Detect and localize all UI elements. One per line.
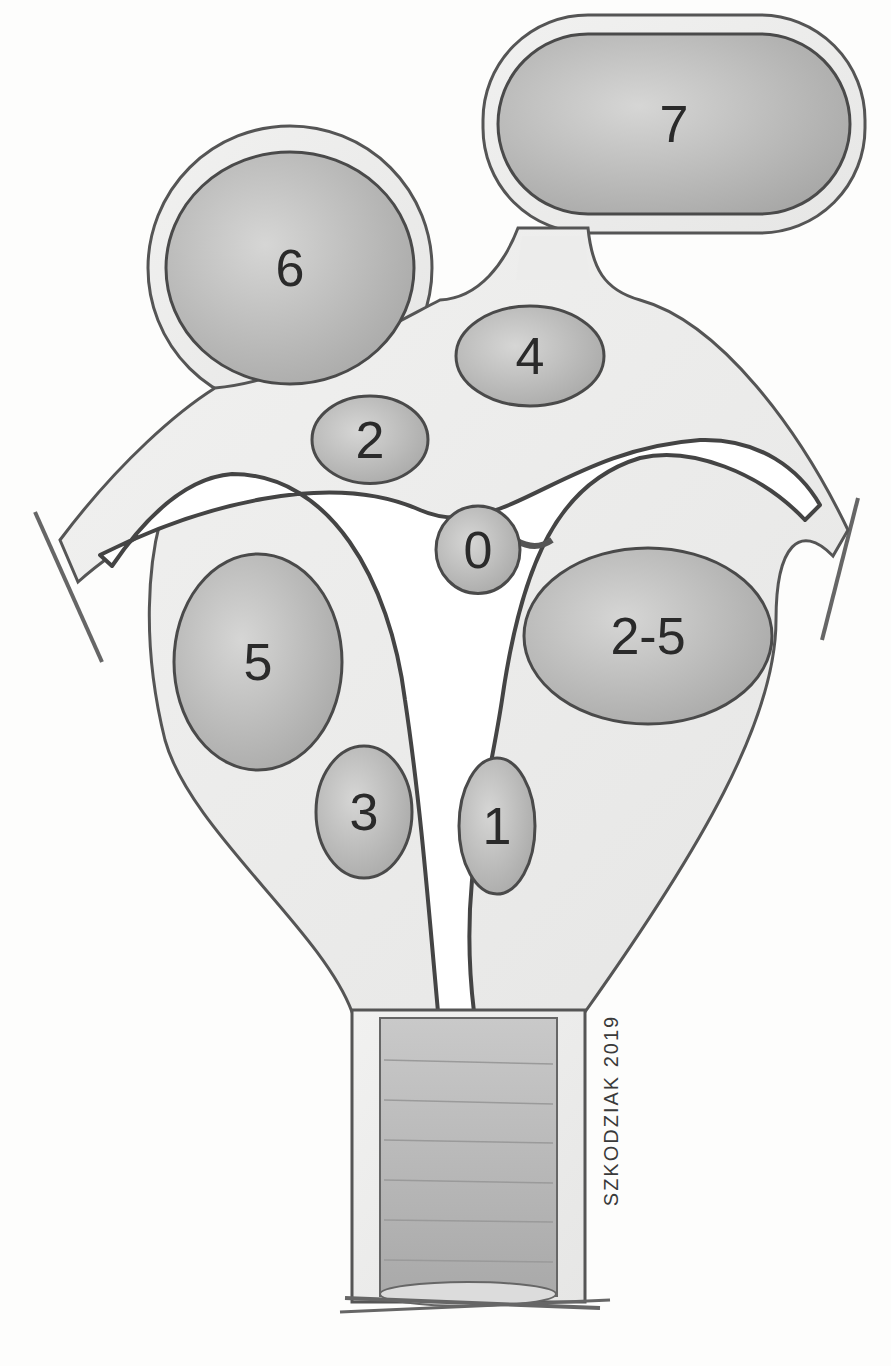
cervix	[352, 1010, 585, 1302]
fibroid-type-number: 3	[350, 786, 379, 838]
fibroid-shape	[312, 396, 428, 483]
cut-mark	[340, 1300, 610, 1312]
fibroid-type-number: 2-5	[610, 610, 685, 662]
fibroid-shape	[436, 506, 520, 593]
fibroid: 4	[454, 304, 606, 408]
fibroid-type-number: 6	[276, 242, 305, 294]
stalk-fill	[516, 236, 590, 280]
fibroid-type-number: 7	[660, 98, 689, 150]
fibroid-shape	[459, 758, 535, 894]
fibroid: 2	[310, 394, 430, 485]
uterine-cavity	[100, 440, 820, 1012]
fibroid-shape	[316, 746, 412, 878]
fibroid-type-number: 4	[516, 330, 545, 382]
fibroid: 2-5	[522, 546, 774, 726]
fibroid-shape	[524, 548, 772, 724]
canal-folds	[384, 1060, 553, 1262]
fibroid: 0	[434, 504, 522, 595]
cervical-canal	[380, 1018, 557, 1296]
fibroid-type-number: 0	[464, 524, 493, 576]
fibroid-type-number: 2	[356, 414, 385, 466]
fibroid: 1	[457, 756, 537, 896]
fibroid-shape	[166, 152, 414, 384]
subserosal-capsule	[483, 15, 865, 233]
fibroid-shape	[174, 554, 342, 770]
fibroid-type-number: 1	[483, 800, 512, 852]
fibroid: 6	[164, 150, 416, 386]
fibroid: 7	[496, 32, 852, 216]
fibroid-shape	[498, 34, 850, 214]
signature: SZKODZIAK 2019	[601, 1014, 624, 1205]
fibroid-shape	[456, 306, 604, 406]
uterine-wall	[60, 228, 848, 1012]
fibroid: 5	[172, 552, 344, 772]
fibroid: 3	[314, 744, 414, 880]
fibroid-type-number: 5	[244, 636, 273, 688]
